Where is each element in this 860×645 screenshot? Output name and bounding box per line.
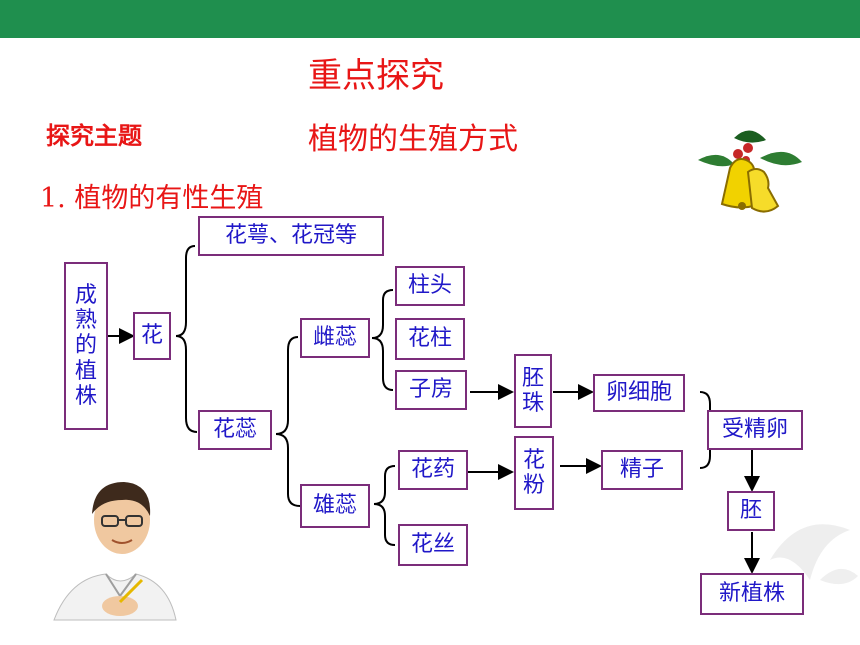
node-stigma: 柱头 <box>395 266 465 306</box>
node-stamen: 雄蕊 <box>300 484 370 528</box>
node-sepals: 花萼、花冠等 <box>198 216 384 256</box>
brace-pistil <box>371 289 394 391</box>
page-subtitle: 植物的生殖方式 <box>308 122 518 157</box>
topic-label: 探究主题 <box>46 122 142 150</box>
node-pollen: 花粉 <box>514 436 554 510</box>
node-filament: 花丝 <box>398 524 468 566</box>
top-bar <box>0 0 860 38</box>
brace-stamen-pistil <box>275 336 301 507</box>
node-anther: 花药 <box>398 450 468 490</box>
watermark-logo <box>770 524 858 585</box>
node-egg: 卵细胞 <box>593 374 685 412</box>
node-sperm: 精子 <box>601 450 683 490</box>
node-plant: 成熟的植株 <box>64 262 108 430</box>
node-stamen-pistil: 花蕊 <box>198 410 272 450</box>
brace-flower <box>175 245 198 433</box>
node-flower: 花 <box>133 312 171 360</box>
node-ovary: 子房 <box>395 370 467 410</box>
student-illustration <box>53 482 177 621</box>
page-title: 重点探究 <box>308 56 444 96</box>
section-heading: 1. 植物的有性生殖 <box>40 183 264 214</box>
node-pistil: 雌蕊 <box>300 318 370 358</box>
bell-icon <box>698 130 802 213</box>
node-new-plant: 新植株 <box>700 573 804 615</box>
brace-stamen <box>373 465 396 546</box>
node-style: 花柱 <box>395 318 465 360</box>
node-zygote: 受精卵 <box>707 410 803 450</box>
node-ovule: 胚珠 <box>514 354 552 428</box>
node-embryo: 胚 <box>727 491 775 531</box>
